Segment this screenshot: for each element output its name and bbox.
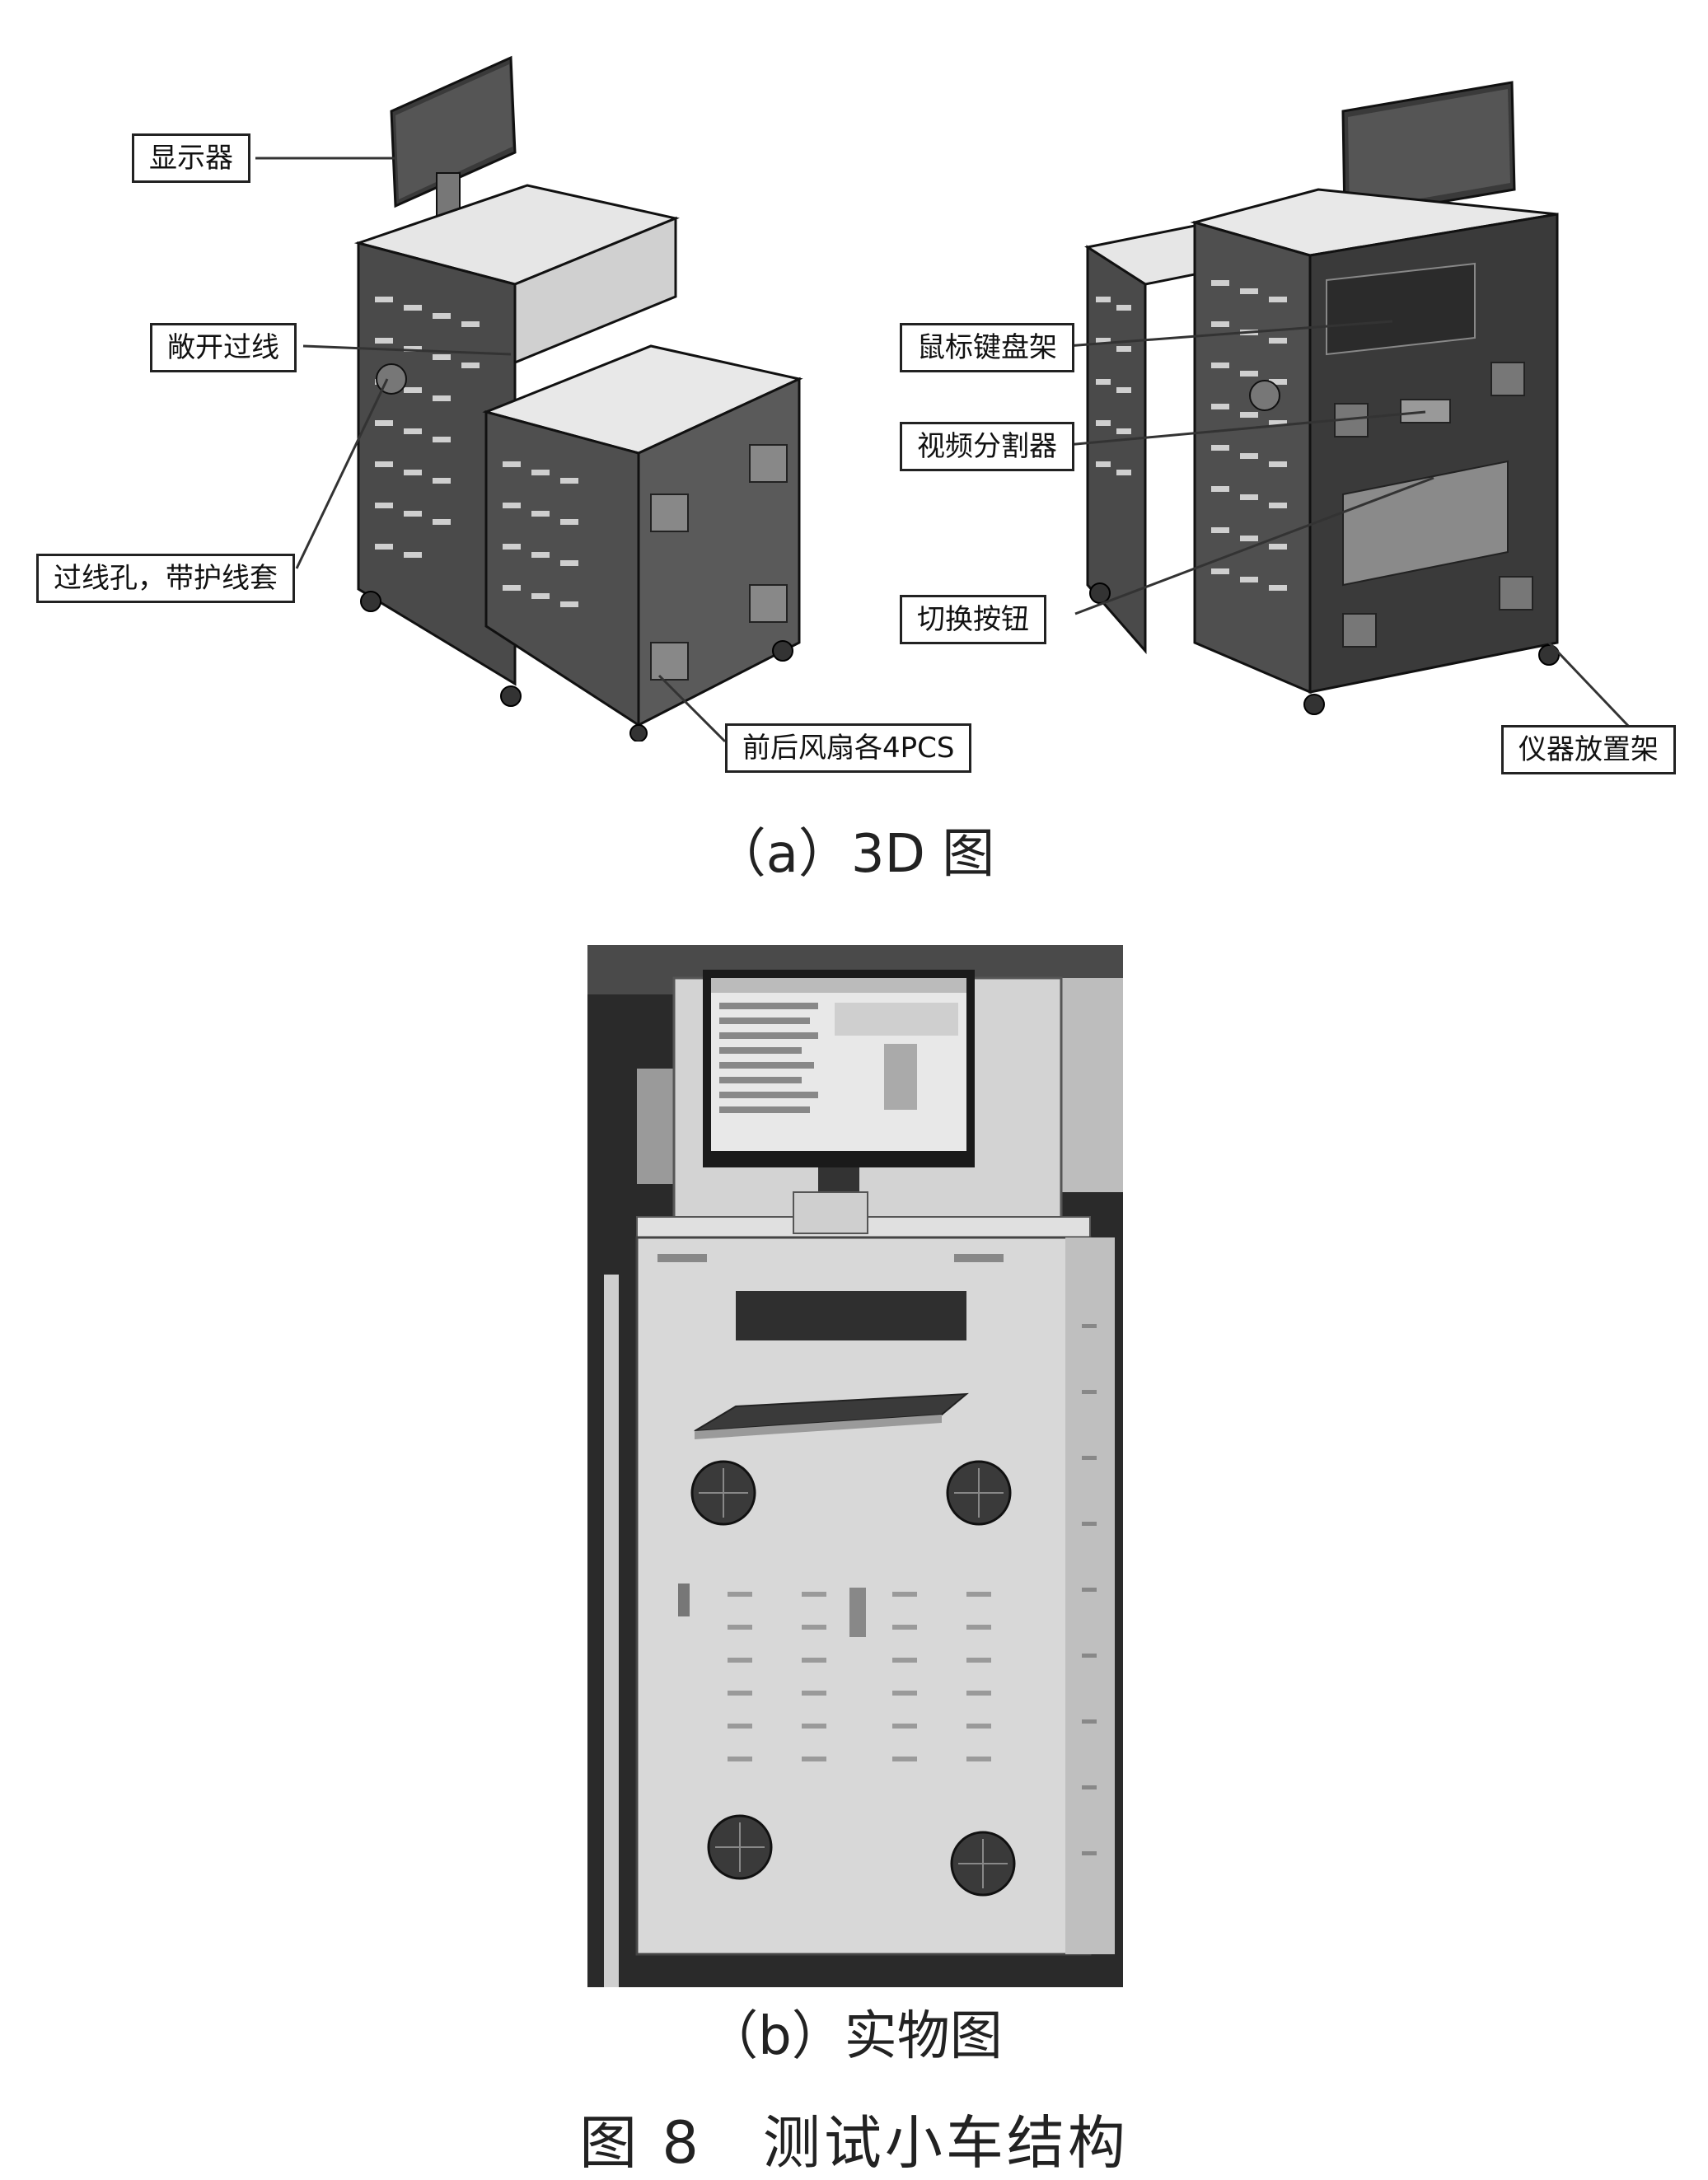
label-instrument-rack: 仪器放置架: [1501, 725, 1676, 774]
cart-3d-right: [1084, 81, 1560, 715]
label-cable-hole: 过线孔，带护线套: [36, 554, 295, 603]
label-switch-button: 切换按钮: [900, 595, 1046, 644]
label-monitor: 显示器: [132, 133, 250, 183]
label-fans: 前后风扇各4PCS: [725, 723, 972, 773]
figure-caption: 图 8 测试小车结构: [579, 2109, 1129, 2177]
label-video-splitter: 视频分割器: [900, 422, 1074, 471]
cart-photo: [587, 945, 1123, 1987]
leader-lines: [255, 157, 1633, 743]
caption-a: （a）3D 图: [713, 824, 995, 885]
label-open-routing: 敞开过线: [150, 323, 297, 372]
caption-b: （b）实物图: [705, 2006, 1003, 2067]
label-keyboard-tray: 鼠标键盘架: [900, 323, 1074, 372]
